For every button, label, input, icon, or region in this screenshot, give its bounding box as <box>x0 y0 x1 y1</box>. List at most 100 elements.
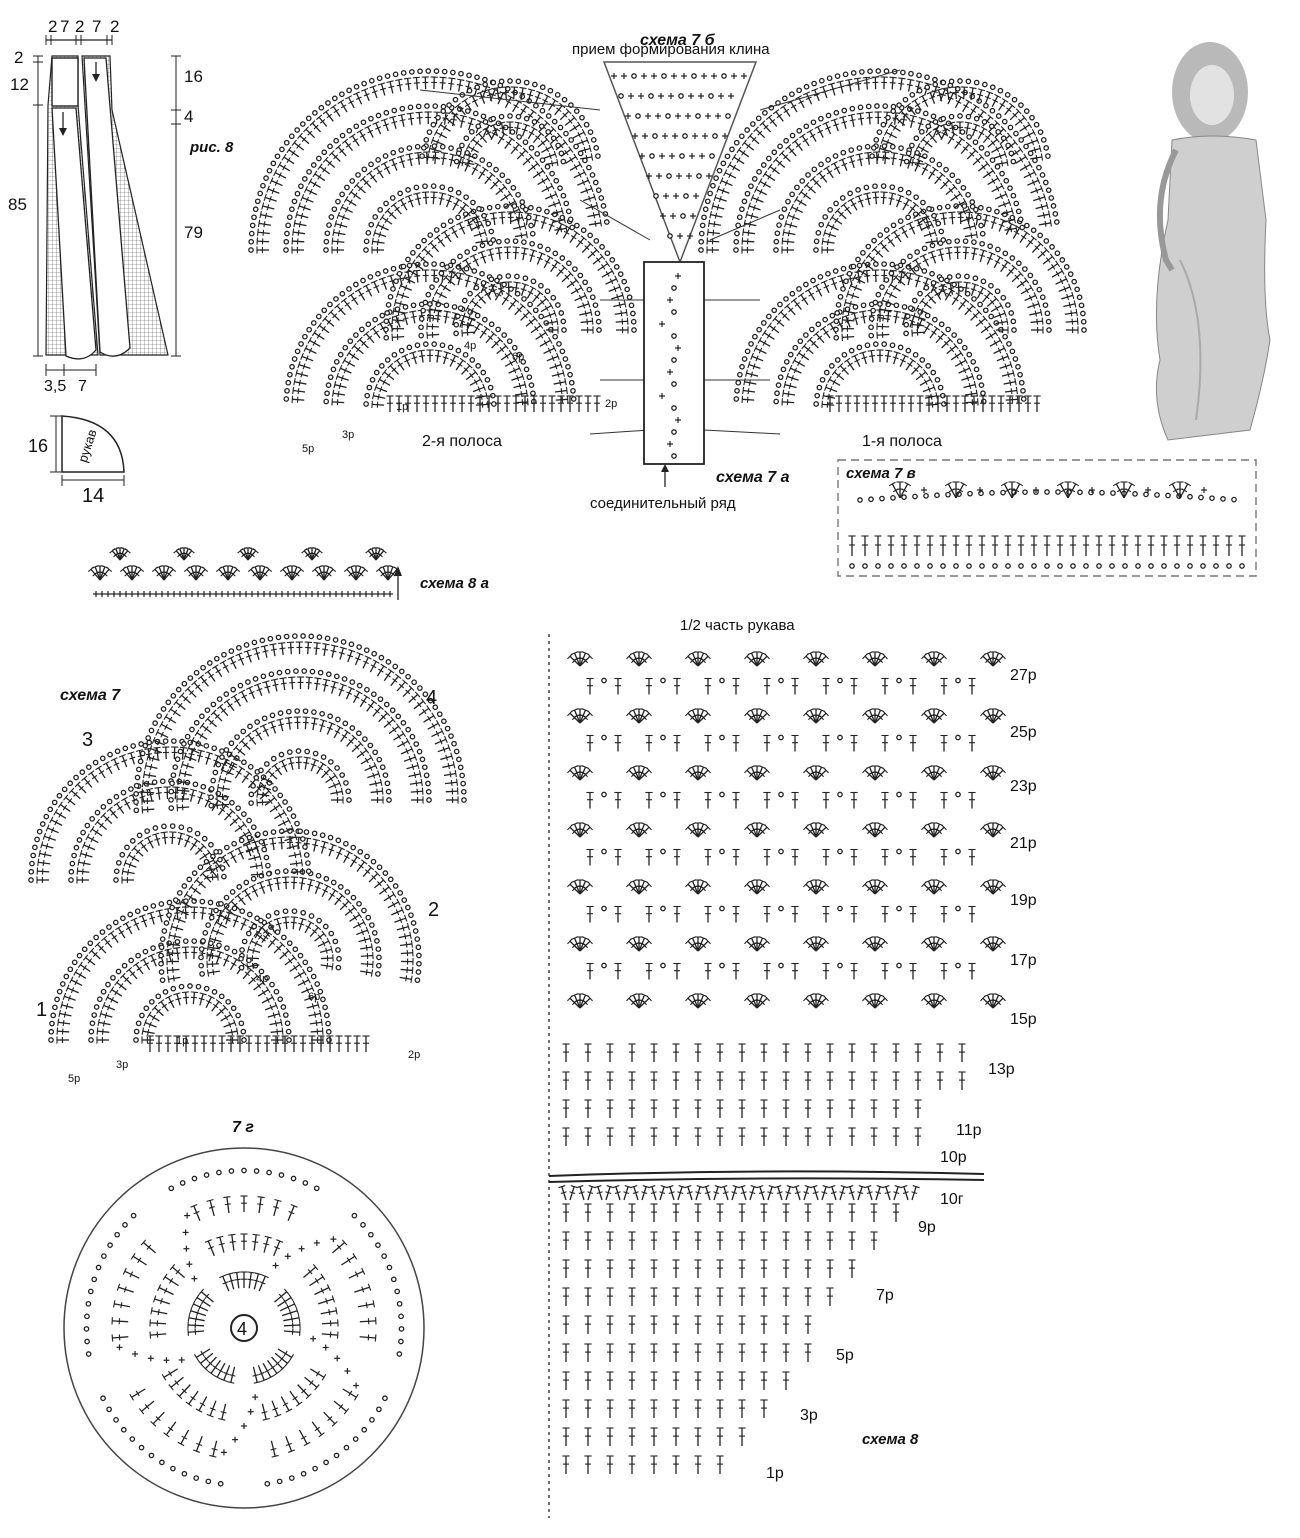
double-crochet-top <box>269 177 274 185</box>
row-label: 2р <box>605 398 617 410</box>
chain-stitch <box>551 118 558 125</box>
double-crochet-bar <box>883 146 887 153</box>
chain-stitch <box>775 382 782 388</box>
double-crochet-stitch <box>487 89 493 102</box>
chain-stitch <box>545 113 552 119</box>
double-crochet-top <box>247 966 254 973</box>
chain-stitch <box>909 142 915 149</box>
chain-stitch <box>595 153 601 159</box>
double-crochet-bar <box>527 113 534 118</box>
double-crochet-bar <box>472 167 479 172</box>
double-crochet-top <box>827 82 836 86</box>
double-crochet-top <box>1075 308 1078 317</box>
chain-stitch <box>1011 96 1018 103</box>
double-crochet-stitch <box>478 168 486 180</box>
double-crochet-bar <box>148 1021 152 1028</box>
double-crochet-bar <box>297 972 302 978</box>
chain-stitch <box>376 75 383 82</box>
double-crochet-top <box>427 239 434 246</box>
double-crochet-bar <box>801 353 806 359</box>
double-crochet-bar <box>1055 271 1060 277</box>
double-crochet-bar <box>432 315 435 322</box>
double-crochet-stitch <box>759 180 771 189</box>
double-crochet-top <box>889 269 897 272</box>
chain-stitch <box>361 907 367 914</box>
double-crochet-bar <box>503 297 509 302</box>
double-crochet-stitch <box>907 79 912 92</box>
double-crochet-top <box>1035 136 1040 144</box>
double-crochet-top <box>573 277 580 284</box>
double-crochet-stitch <box>280 837 283 850</box>
double-crochet-top <box>529 285 537 291</box>
double-crochet-top <box>281 916 290 919</box>
chain-stitch <box>648 93 654 99</box>
double-crochet-top <box>926 321 934 326</box>
double-crochet-bar <box>894 234 901 239</box>
double-crochet-stitch <box>64 995 76 1001</box>
double-crochet-top <box>256 228 259 236</box>
double-crochet-top <box>378 276 386 281</box>
double-crochet-top <box>946 177 952 184</box>
double-crochet-stitch <box>320 964 333 968</box>
double-crochet-top <box>447 194 455 198</box>
chain-stitch <box>816 384 823 391</box>
double-crochet-top <box>233 566 241 573</box>
double-crochet-bar <box>1068 301 1071 309</box>
double-crochet-bar <box>387 322 394 327</box>
double-crochet-bar <box>78 972 83 978</box>
double-crochet-stitch <box>381 216 393 225</box>
chain-stitch <box>579 114 585 121</box>
double-crochet-bar <box>190 996 197 999</box>
double-crochet-bar <box>788 307 794 313</box>
double-crochet-bar <box>442 356 449 360</box>
double-crochet-stitch <box>970 311 980 321</box>
double-crochet-stitch <box>925 240 938 244</box>
double-crochet-stitch <box>1026 139 1038 146</box>
double-crochet-stitch <box>785 223 798 228</box>
double-crochet-stitch <box>842 116 847 129</box>
double-crochet-stitch <box>971 124 978 137</box>
double-crochet-stitch <box>467 145 479 153</box>
double-crochet-top <box>522 147 529 154</box>
double-crochet-top <box>747 132 753 139</box>
double-crochet-bar <box>498 287 505 290</box>
double-crochet-bar <box>124 976 130 983</box>
double-crochet-stitch <box>167 943 181 947</box>
chain-stitch <box>454 313 461 320</box>
chain-stitch <box>148 998 155 1005</box>
double-crochet-bar <box>261 843 268 847</box>
double-crochet-bar <box>965 216 969 223</box>
double-crochet-stitch <box>963 225 976 230</box>
double-crochet-bar <box>347 360 351 366</box>
chain-stitch <box>203 985 210 992</box>
chain-stitch <box>330 366 337 373</box>
chain-stitch <box>470 199 476 206</box>
double-crochet-top <box>1068 283 1072 291</box>
chain-stitch <box>856 344 863 351</box>
double-crochet-stitch <box>543 347 555 355</box>
double-crochet-stitch <box>383 119 389 132</box>
double-crochet-bar <box>986 256 993 261</box>
double-crochet-top <box>962 246 970 249</box>
double-crochet-top <box>489 123 497 127</box>
chain-stitch <box>544 208 550 215</box>
double-crochet-bar <box>322 889 329 893</box>
double-crochet-stitch <box>858 195 864 208</box>
double-crochet-stitch <box>939 249 944 262</box>
double-crochet-stitch <box>171 925 184 931</box>
double-crochet-top <box>293 378 296 386</box>
double-crochet-stitch <box>882 139 894 146</box>
chain-stitch <box>930 113 937 120</box>
double-crochet-stitch <box>141 915 148 928</box>
double-crochet-top <box>548 336 553 344</box>
double-crochet-stitch <box>351 135 360 147</box>
chain-stitch <box>856 145 863 151</box>
double-crochet-top <box>297 361 301 369</box>
double-crochet-top <box>538 130 545 137</box>
double-crochet-top <box>819 325 827 331</box>
double-crochet-stitch <box>404 355 411 367</box>
chain-stitch <box>539 84 546 91</box>
chain-stitch <box>133 1037 139 1043</box>
double-crochet-top <box>599 219 602 227</box>
double-crochet-top <box>975 231 978 239</box>
